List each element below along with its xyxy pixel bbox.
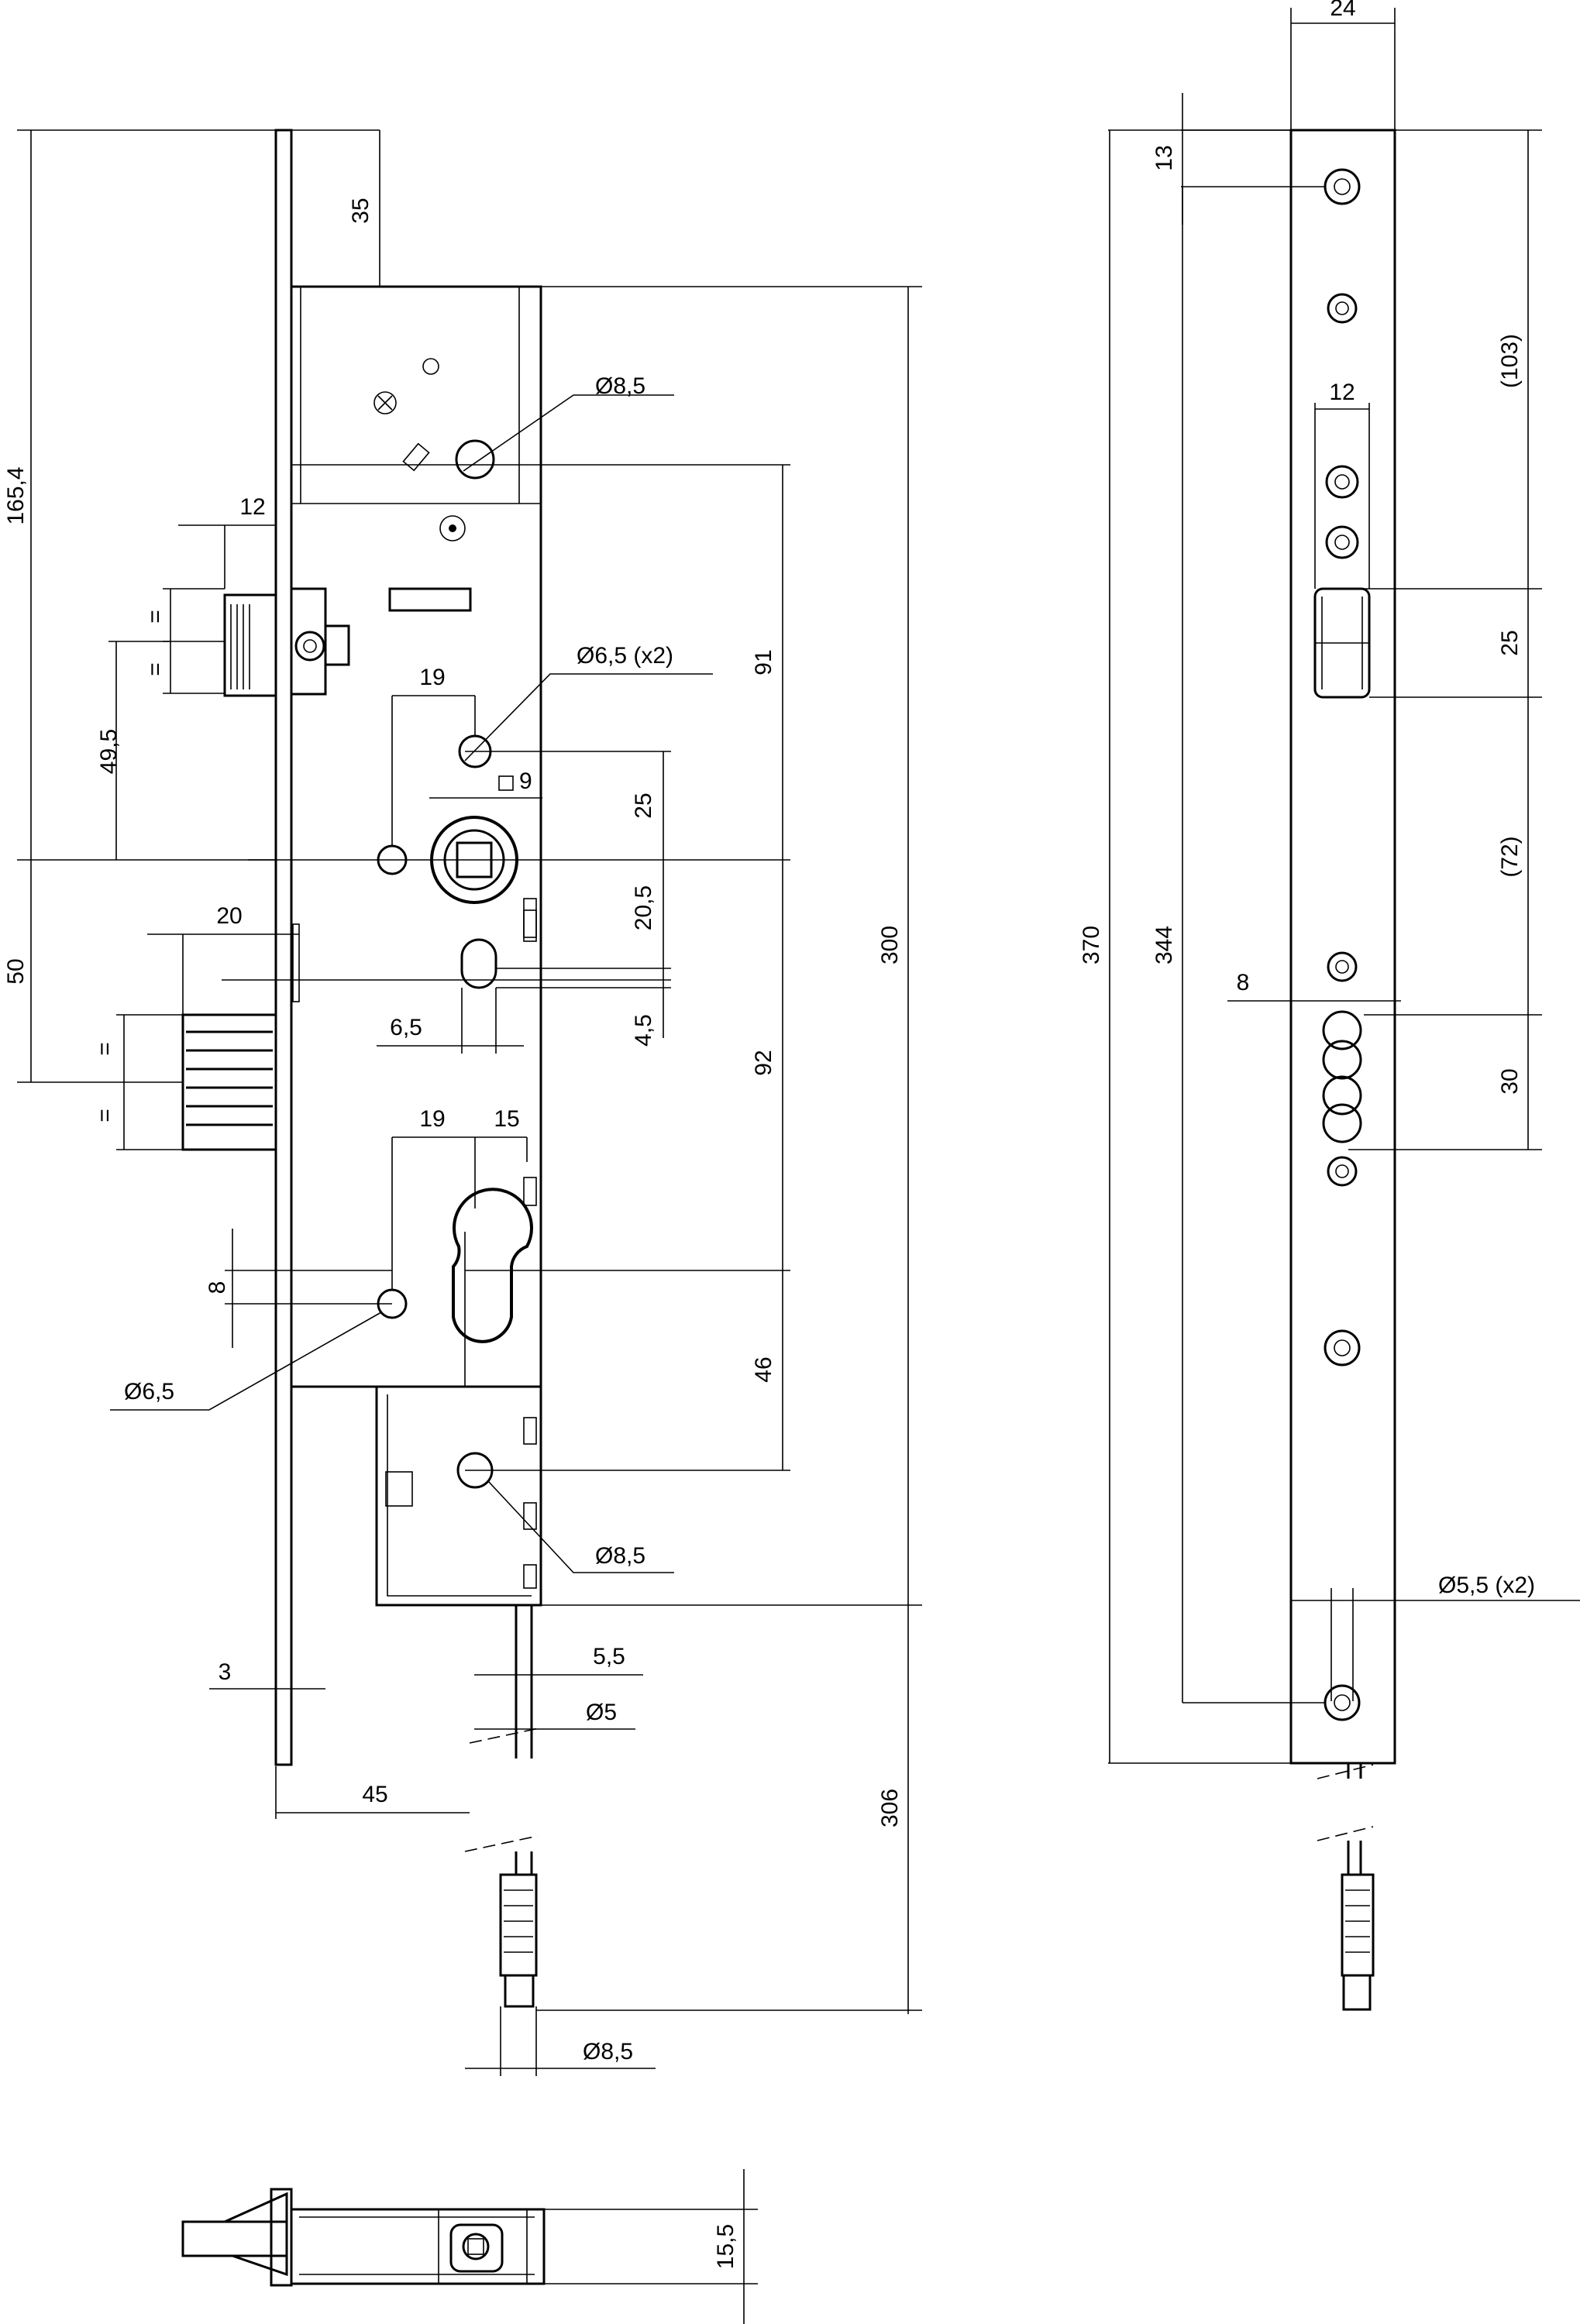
dim-30: 30 (1497, 1068, 1523, 1094)
euro-cylinder-cutout (452, 1188, 533, 1343)
screw-icon (373, 391, 397, 414)
callout-6-5-left: Ø6,5 (124, 1379, 174, 1404)
dim-50: 50 (3, 958, 29, 984)
front-callouts: Ø8,5 Ø6,5 (x2) Ø6,5 Ø8,5 Ø5 Ø8,5 (110, 373, 713, 2076)
front-dimensions: 35 165,4 12 = = 49,5 50 20 = = 6,5 19 19… (3, 129, 922, 2014)
dim-eq-4: = (92, 1109, 118, 1122)
dim-3: 3 (219, 1659, 232, 1685)
dim-92: 92 (751, 1050, 776, 1075)
dim-6-5: 6,5 (390, 1015, 422, 1040)
dim-8-front: 8 (205, 1281, 230, 1294)
dim-25-side: 25 (1497, 630, 1523, 655)
dim-square-9: 9 (519, 768, 532, 794)
side-view (1289, 129, 1396, 2011)
dim-20-5: 20,5 (631, 885, 656, 930)
dim-35: 35 (348, 198, 373, 223)
callout-5-5-x2: Ø5,5 (x2) (1438, 1573, 1535, 1598)
dim-45: 45 (362, 1782, 387, 1807)
dim-13: 13 (1151, 145, 1177, 170)
dim-4-5: 4,5 (631, 1014, 656, 1047)
cable (464, 1605, 543, 2008)
dim-344: 344 (1151, 926, 1177, 964)
side-faceplate (1289, 129, 1396, 1765)
dim-24: 24 (1330, 0, 1355, 21)
dim-370: 370 (1079, 926, 1104, 964)
dim-12-front: 12 (239, 494, 265, 520)
hole-8-5-top (455, 439, 495, 480)
lock-case (291, 285, 542, 1388)
side-dimensions: 24 13 (103) 12 25 (72) 30 8 370 344 Ø5,5… (1079, 0, 1580, 1764)
front-view (181, 129, 790, 2008)
side-deadbolt (1322, 1010, 1362, 1143)
deadbolt (181, 923, 300, 1151)
dim-46: 46 (751, 1356, 776, 1382)
side-holes (1324, 168, 1361, 1721)
callout-cable-5: Ø5 (586, 1700, 617, 1725)
dim-19-lower: 19 (419, 1106, 445, 1132)
bottom-view: 15,5 (181, 2169, 758, 2324)
dim-91: 91 (751, 649, 776, 675)
dim-25-front: 25 (631, 792, 656, 818)
callout-8-5-bottom: Ø8,5 (595, 1543, 645, 1569)
dim-165-4: 165,4 (3, 466, 29, 524)
lower-housing (375, 1387, 542, 1607)
dim-300: 300 (877, 926, 903, 964)
faceplate (274, 129, 293, 1766)
dim-49-5: 49,5 (96, 729, 122, 774)
dim-15: 15 (494, 1106, 519, 1132)
slot (460, 938, 497, 989)
dim-72: (72) (1497, 836, 1523, 877)
dim-eq-1: = (143, 610, 168, 624)
dim-eq-2: = (143, 662, 168, 676)
callout-8-5-top: Ø8,5 (595, 373, 645, 399)
dim-103: (103) (1497, 334, 1523, 388)
dim-306: 306 (877, 1789, 903, 1827)
callout-plug-8-5: Ø8,5 (583, 2039, 633, 2064)
dim-12-side: 12 (1329, 380, 1355, 405)
latch-bolt (223, 587, 350, 697)
dim-8-side: 8 (1237, 970, 1250, 995)
dim-eq-3: = (92, 1042, 118, 1056)
dim-19-upper: 19 (419, 665, 445, 690)
dim-15-5: 15,5 (713, 2224, 738, 2269)
callout-6-5-x2: Ø6,5 (x2) (577, 643, 673, 669)
dim-20: 20 (216, 903, 242, 929)
dim-5-5: 5,5 (593, 1644, 625, 1669)
